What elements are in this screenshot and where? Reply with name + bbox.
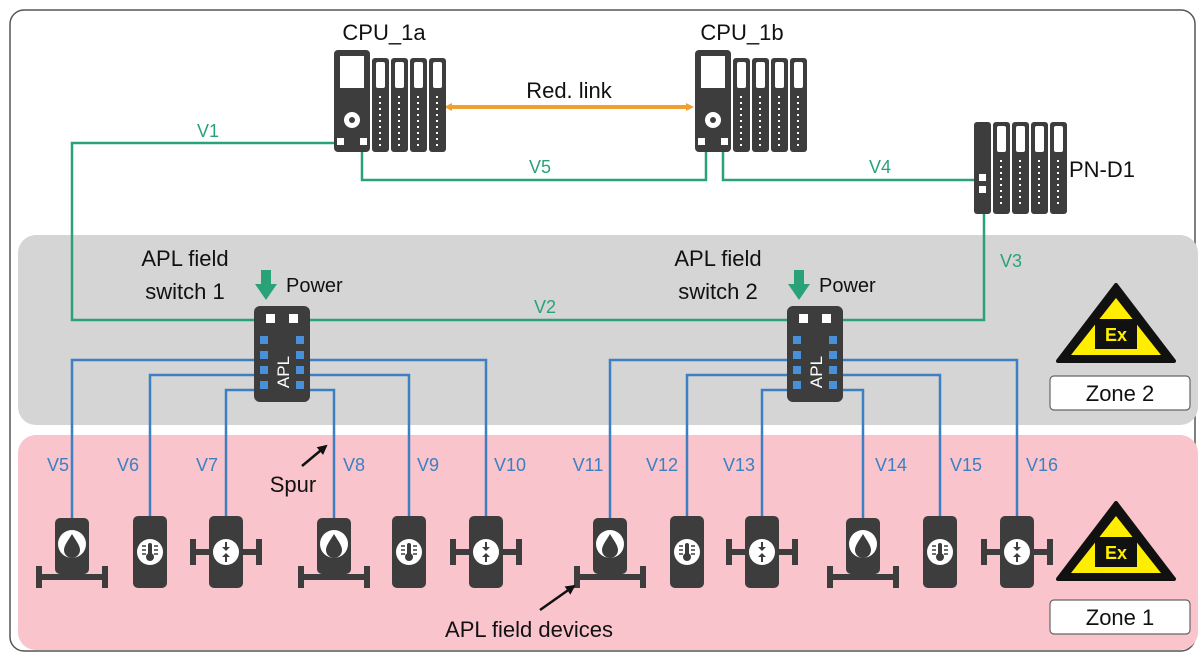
switch1-chip-label: APL — [274, 356, 293, 388]
cpu-b-device — [695, 50, 807, 152]
spur-label: V8 — [343, 455, 365, 475]
valve-device — [981, 516, 1053, 588]
spur-label: V5 — [47, 455, 69, 475]
valve-device — [726, 516, 798, 588]
flow-meter-device — [574, 518, 646, 588]
power-arrow-icon — [788, 270, 810, 300]
spur-label: V7 — [196, 455, 218, 475]
temperature-sensor-device — [670, 516, 704, 588]
switch2-label-line1: APL field — [674, 246, 761, 271]
spur-label: V9 — [417, 455, 439, 475]
switch1-power-label: Power — [286, 275, 343, 297]
devices-annotation-arrow — [539, 584, 576, 612]
switch1-label-line1: APL field — [141, 246, 228, 271]
spur-label: V11 — [573, 455, 604, 475]
power-arrow-icon — [255, 270, 277, 300]
valve-icon — [1013, 542, 1021, 562]
pnd1-device — [974, 122, 1067, 214]
pnd1-label: PN-D1 — [1069, 157, 1135, 182]
ring-label-v1: V1 — [197, 121, 219, 141]
switch1-label-line2: switch 1 — [145, 279, 224, 304]
drop-icon — [326, 534, 342, 558]
cpu-a-label: CPU_1a — [342, 20, 426, 45]
ring-label-v2: V2 — [534, 297, 556, 317]
flow-meter-device — [36, 518, 108, 588]
cpu-a-device — [334, 50, 446, 152]
cpu-b-label: CPU_1b — [700, 20, 783, 45]
drop-icon — [64, 534, 80, 558]
zone1-ex-text: Ex — [1105, 543, 1127, 563]
spur-label: V16 — [1026, 455, 1058, 475]
spur-labels: V5 V6 V7 V8 V9 V10 V11 V12 V13 V14 V15 V… — [47, 455, 1058, 475]
drop-icon — [855, 534, 871, 558]
ex-warning-icon: Ex — [1056, 501, 1176, 581]
apl-switch1-device: APL — [254, 306, 310, 402]
valve-device — [450, 516, 522, 588]
spur-label: V14 — [875, 455, 907, 475]
switch2-power-label: Power — [819, 275, 876, 297]
spur-label: V6 — [117, 455, 139, 475]
temperature-sensor-device — [923, 516, 957, 588]
valve-device — [190, 516, 262, 588]
valve-icon — [482, 542, 490, 562]
spur-label: V10 — [494, 455, 526, 475]
ring-label-v4: V4 — [869, 157, 891, 177]
apl-switch2-device: APL — [787, 306, 843, 402]
zone2-area — [18, 235, 1198, 425]
ex-warning-icon: Ex — [1056, 283, 1176, 363]
thermometer-icon — [679, 543, 695, 561]
valve-icon — [758, 542, 766, 562]
devices-annotation: APL field devices — [445, 617, 613, 642]
ring-lines — [70, 141, 986, 322]
zone1-label: Zone 1 — [1086, 605, 1155, 630]
spur-label: V13 — [723, 455, 755, 475]
zone2-label-box — [1049, 375, 1191, 411]
thermometer-icon — [932, 543, 948, 561]
zone1-label-box — [1049, 599, 1191, 635]
valve-icon — [222, 542, 230, 562]
switch2-label-line2: switch 2 — [678, 279, 757, 304]
temperature-sensor-device — [392, 516, 426, 588]
redundancy-link-label: Red. link — [526, 78, 613, 103]
thermometer-icon — [401, 543, 417, 561]
drop-icon — [602, 534, 618, 558]
zone2-ex-text: Ex — [1105, 325, 1127, 345]
zone2-label: Zone 2 — [1086, 381, 1155, 406]
flow-meter-device — [827, 518, 899, 588]
spur-label: V15 — [950, 455, 982, 475]
spur-label: V12 — [646, 455, 678, 475]
spur-annotation-arrow — [301, 444, 328, 467]
ring-label-v5: V5 — [529, 157, 551, 177]
flow-meter-device — [298, 518, 370, 588]
ring-label-v3: V3 — [1000, 251, 1022, 271]
spur-lines — [70, 358, 1019, 520]
switch2-chip-label: APL — [807, 356, 826, 388]
temperature-sensor-device — [133, 516, 167, 588]
spur-annotation: Spur — [270, 472, 316, 497]
thermometer-icon — [142, 543, 158, 561]
